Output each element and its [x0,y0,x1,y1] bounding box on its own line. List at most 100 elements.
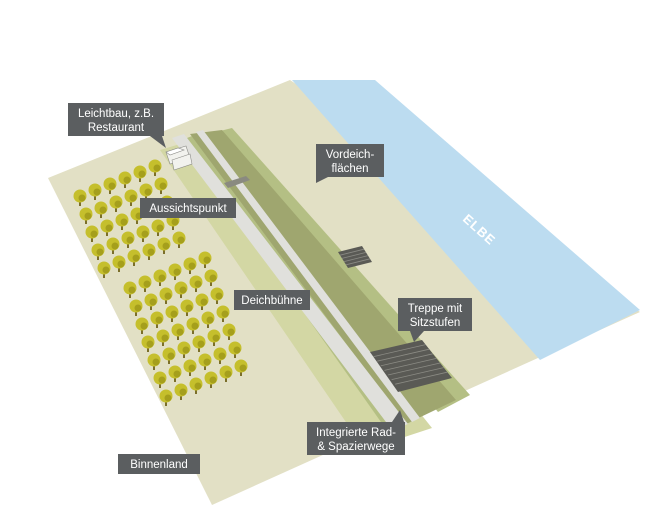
tree-group [73,159,248,406]
tree-icon [94,201,108,218]
tree-icon [159,389,173,406]
label-aussichtspunkt: Aussichtspunkt [140,198,236,218]
step-line [387,362,441,376]
tree-icon [216,305,230,322]
tree-icon [127,249,141,266]
tree-icon [148,159,162,176]
tree-icon [192,335,206,352]
tree-icon [73,189,87,206]
tree-icon [112,255,126,272]
tree-icon [154,177,168,194]
stage-steps [339,248,371,266]
tree-icon [133,165,147,182]
svg-text:Aussichtspunkt: Aussichtspunkt [149,203,227,215]
tree-icon [234,359,248,376]
tree-icon [103,177,117,194]
tree-icon [118,171,132,188]
tree-icon [150,311,164,328]
tree-icon [151,219,165,236]
step-line [341,252,367,259]
stair-icon [338,246,372,268]
tree-icon [210,287,224,304]
label-treppe: Treppe mit Sitzstufen [398,298,472,342]
label-leichtbau: Leichtbau, z.B. Restaurant [68,103,166,148]
svg-text:Integrierte Rad-: Integrierte Rad- [316,427,396,439]
tree-icon [153,371,167,388]
tree-icon [124,189,138,206]
tree-icon [144,293,158,310]
tree-icon [219,365,233,382]
tree-icon [174,383,188,400]
step-line [339,248,365,256]
tree-icon [88,183,102,200]
tree-icon [141,335,155,352]
tree-icon [135,317,149,334]
tree-icon [142,243,156,260]
step-line [384,358,437,371]
tree-icon [189,275,203,292]
svg-text:Leichtbau, z.B.: Leichtbau, z.B. [78,108,154,120]
svg-text:Deichbühne: Deichbühne [241,295,302,307]
tree-icon [204,269,218,286]
building-icon [165,145,193,171]
tree-icon [157,237,171,254]
step-line [380,353,433,367]
tree-icon [79,207,93,224]
tree-icon [136,225,150,242]
tree-icon [222,323,236,340]
tree-icon [159,287,173,304]
tree-icon [168,263,182,280]
step-line [395,371,448,385]
tree-icon [123,281,137,298]
tree-icon [204,371,218,388]
step-line [343,255,369,262]
tree-icon [183,359,197,376]
step-line [373,344,426,357]
label-binnenland: Binnenland [118,454,200,474]
tree-icon [198,353,212,370]
svg-text:Binnenland: Binnenland [130,459,188,471]
step-line [391,367,444,380]
tree-icon [85,225,99,242]
tree-icon [180,299,194,316]
svg-text:& Spazierwege: & Spazierwege [317,441,394,453]
svg-text:flächen: flächen [331,163,368,175]
tree-icon [138,275,152,292]
tree-icon [198,251,212,268]
tree-icon [186,317,200,334]
tree-icon [121,231,135,248]
tree-icon [172,231,186,248]
tree-icon [156,329,170,346]
tree-icon [177,341,191,358]
tree-icon [207,329,221,346]
step-line [377,348,430,362]
svg-text:Vordeich-: Vordeich- [326,149,375,161]
tree-icon [147,353,161,370]
tree-icon [162,347,176,364]
svg-text:Sitzstufen: Sitzstufen [410,317,461,329]
tree-icon [201,311,215,328]
tree-icon [168,365,182,382]
tree-icon [100,219,114,236]
tree-icon [129,299,143,316]
label-deichbuehne: Deichbühne [234,290,310,310]
tree-icon [139,183,153,200]
tree-icon [115,213,129,230]
tree-icon [195,293,209,310]
tree-icon [109,195,123,212]
dike-path-edge [196,130,420,422]
tree-icon [189,377,203,394]
tree-icon [183,257,197,274]
tree-icon [106,237,120,254]
tree-icon [97,261,111,278]
tree-icon [174,281,188,298]
label-vordeich: Vordeich- flächen [316,144,384,183]
tree-icon [153,269,167,286]
tree-icon [165,305,179,322]
viewpoint-ramp [224,176,250,188]
svg-text:Restaurant: Restaurant [88,122,145,134]
step-line [345,258,371,266]
label-wege: Integrierte Rad- & Spazierwege [307,410,405,455]
svg-text:Treppe mit: Treppe mit [408,303,463,315]
